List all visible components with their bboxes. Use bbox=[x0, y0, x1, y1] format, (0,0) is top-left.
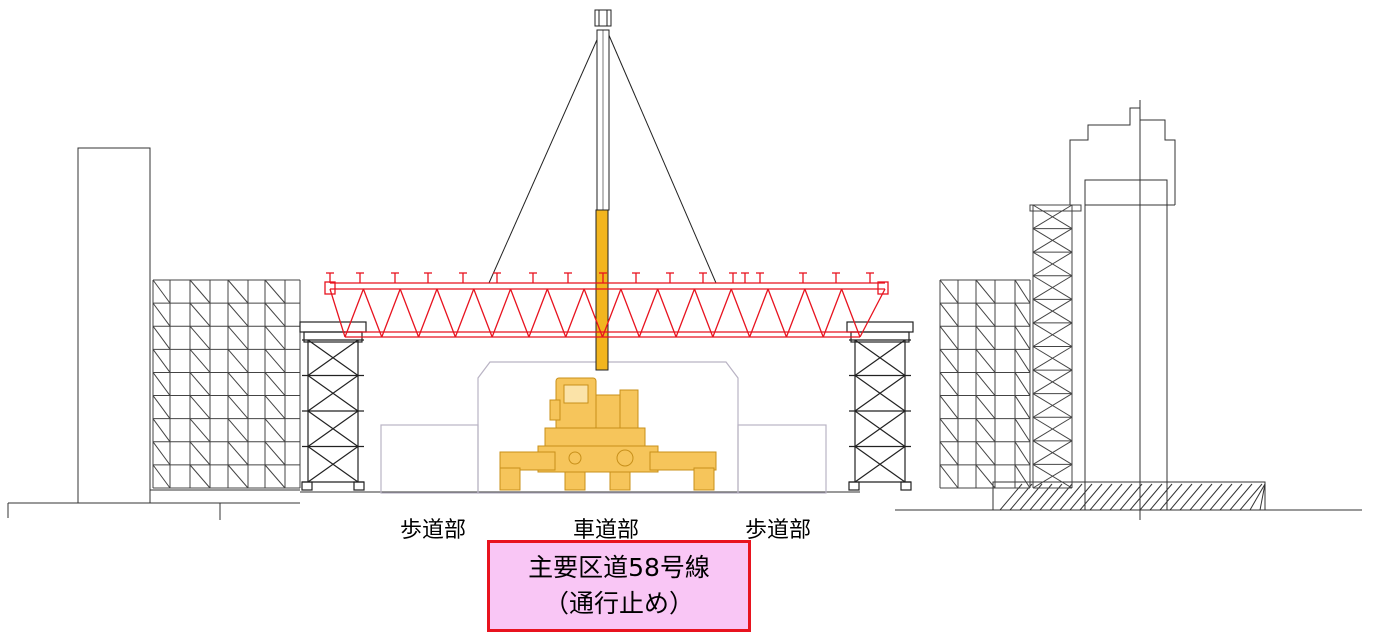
road-name: 主要区道58号線 bbox=[528, 553, 710, 582]
crane-body bbox=[499, 377, 717, 491]
right-foundation bbox=[992, 481, 1266, 511]
right-building bbox=[1069, 100, 1176, 520]
right-scaffolding bbox=[939, 279, 1031, 489]
vehicle-outlines bbox=[380, 361, 827, 494]
road-closure-callout: 主要区道58号線 （通行止め） bbox=[487, 540, 751, 632]
right-tall-scaffolding bbox=[1029, 204, 1082, 489]
ground bbox=[7, 489, 1362, 520]
right-support-tower bbox=[846, 321, 914, 491]
right-sidewalk-label: 歩道部 bbox=[745, 518, 812, 543]
left-scaffolding bbox=[152, 279, 301, 489]
left-support-tower bbox=[299, 321, 367, 491]
crane-boom bbox=[488, 9, 717, 371]
left-building bbox=[77, 147, 151, 504]
crane-hook-icon bbox=[594, 9, 612, 27]
left-sidewalk-label: 歩道部 bbox=[400, 518, 467, 543]
steel-truss bbox=[324, 272, 889, 338]
roadway-label: 車道部 bbox=[573, 518, 640, 543]
closure-note: （通行止め） bbox=[543, 589, 694, 618]
